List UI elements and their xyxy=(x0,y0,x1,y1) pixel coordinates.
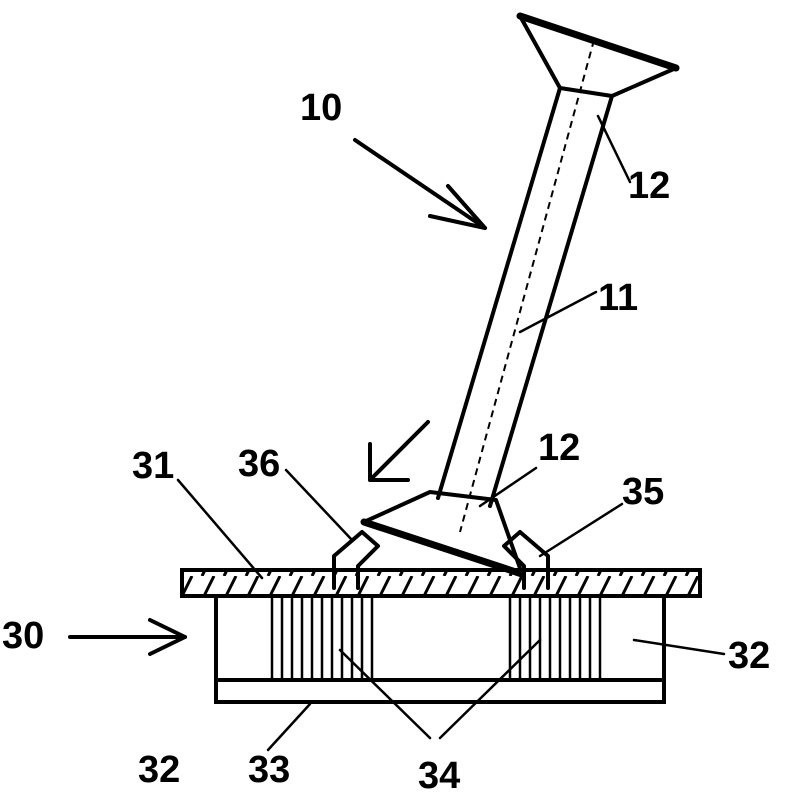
arrow-motion xyxy=(368,420,430,482)
right-latch xyxy=(502,530,550,590)
shaft-centerline xyxy=(459,39,595,533)
shaft-right-edge xyxy=(488,94,614,508)
leader-lines xyxy=(176,114,726,752)
top-cone xyxy=(518,14,678,98)
tool-assembly xyxy=(360,12,680,578)
leader-12-top xyxy=(596,114,632,184)
label-32-bottom: 32 xyxy=(138,749,180,791)
left-spring-stack xyxy=(270,596,374,680)
bottom-cone-face xyxy=(360,518,526,578)
leader-35 xyxy=(538,502,624,558)
leader-36 xyxy=(284,468,354,542)
leader-34-right xyxy=(438,638,542,740)
label-36: 36 xyxy=(238,443,280,485)
label-34: 34 xyxy=(418,755,460,797)
label-30: 30 xyxy=(2,615,44,657)
leader-32 xyxy=(632,638,726,656)
label-35: 35 xyxy=(622,471,664,513)
label-31: 31 xyxy=(132,445,174,487)
shaft-left-edge xyxy=(436,86,562,500)
leader-31 xyxy=(176,478,264,580)
base-assembly xyxy=(180,530,702,704)
left-latch xyxy=(332,530,380,590)
label-32-right: 32 xyxy=(728,635,770,677)
leader-33 xyxy=(266,702,312,752)
right-spring-stack xyxy=(508,596,602,680)
label-10: 10 xyxy=(300,87,342,129)
bottom-plate xyxy=(214,678,666,704)
top-cone-face xyxy=(516,12,680,72)
arrow-10 xyxy=(353,138,487,230)
label-33: 33 xyxy=(248,749,290,791)
leader-11 xyxy=(518,290,598,334)
arrow-30 xyxy=(68,618,187,656)
label-11: 11 xyxy=(598,277,638,319)
leader-34-left xyxy=(338,648,432,740)
label-12-top: 12 xyxy=(628,165,670,207)
label-12-bottom: 12 xyxy=(538,427,580,469)
leader-12-bottom xyxy=(478,466,538,508)
